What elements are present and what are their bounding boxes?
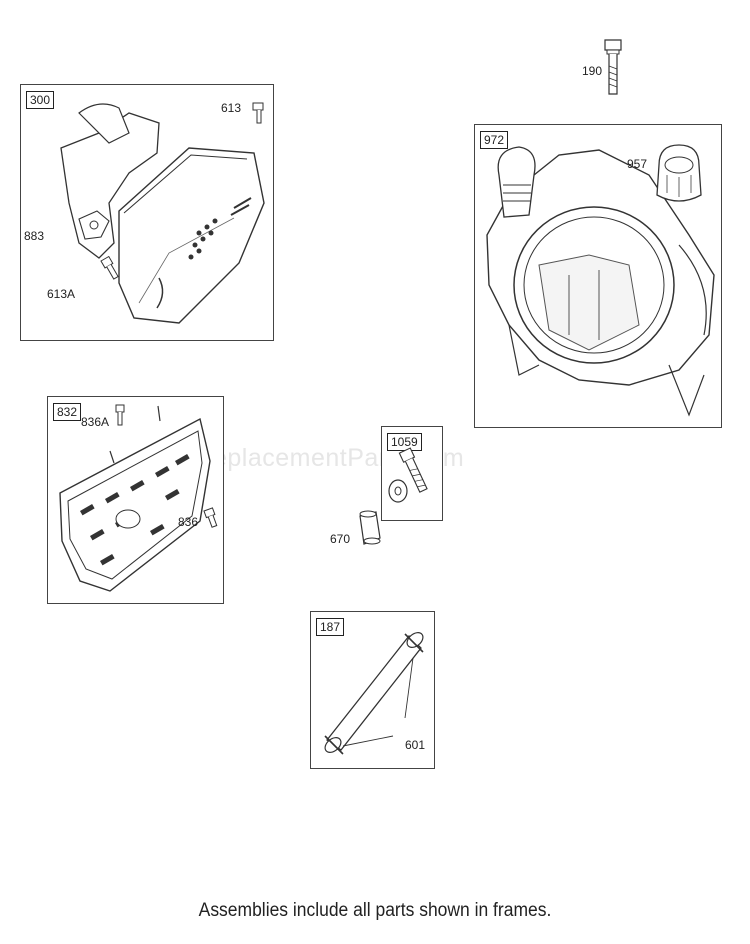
muffler-drawing <box>39 93 269 333</box>
assembly-number-1059: 1059 <box>387 433 422 451</box>
assembly-frame-1059: 1059 <box>381 426 443 521</box>
assembly-frame-972: 972 <box>474 124 722 428</box>
assembly-number-300: 300 <box>26 91 55 109</box>
assembly-number-972: 972 <box>480 131 509 149</box>
hose-clamp-drawing <box>313 618 431 764</box>
muffler-guard-drawing <box>50 401 222 601</box>
part-label-670: 670 <box>330 532 351 546</box>
part-label-613a: 613A <box>47 287 76 301</box>
part-label-957: 957 <box>627 157 648 171</box>
part-label-613: 613 <box>221 101 242 115</box>
blower-housing-drawing <box>479 135 719 425</box>
part-label-883: 883 <box>24 229 45 243</box>
part-label-601: 601 <box>405 738 426 752</box>
assembly-number-832: 832 <box>53 403 82 421</box>
part-label-836: 836 <box>178 515 199 529</box>
oil-drain-plug-drawing <box>384 445 440 517</box>
part-label-190: 190 <box>582 64 603 78</box>
assembly-frame-832: 832 <box>47 396 224 604</box>
assembly-frame-187: 187 <box>310 611 435 769</box>
bolt-190-drawing <box>598 38 628 100</box>
assemblies-caption: Assemblies include all parts shown in fr… <box>198 900 552 921</box>
assembly-number-187: 187 <box>316 618 345 636</box>
bushing-670-drawing <box>354 508 384 548</box>
part-label-836a: 836A <box>81 415 110 429</box>
assembly-frame-300: 300 <box>20 84 274 341</box>
